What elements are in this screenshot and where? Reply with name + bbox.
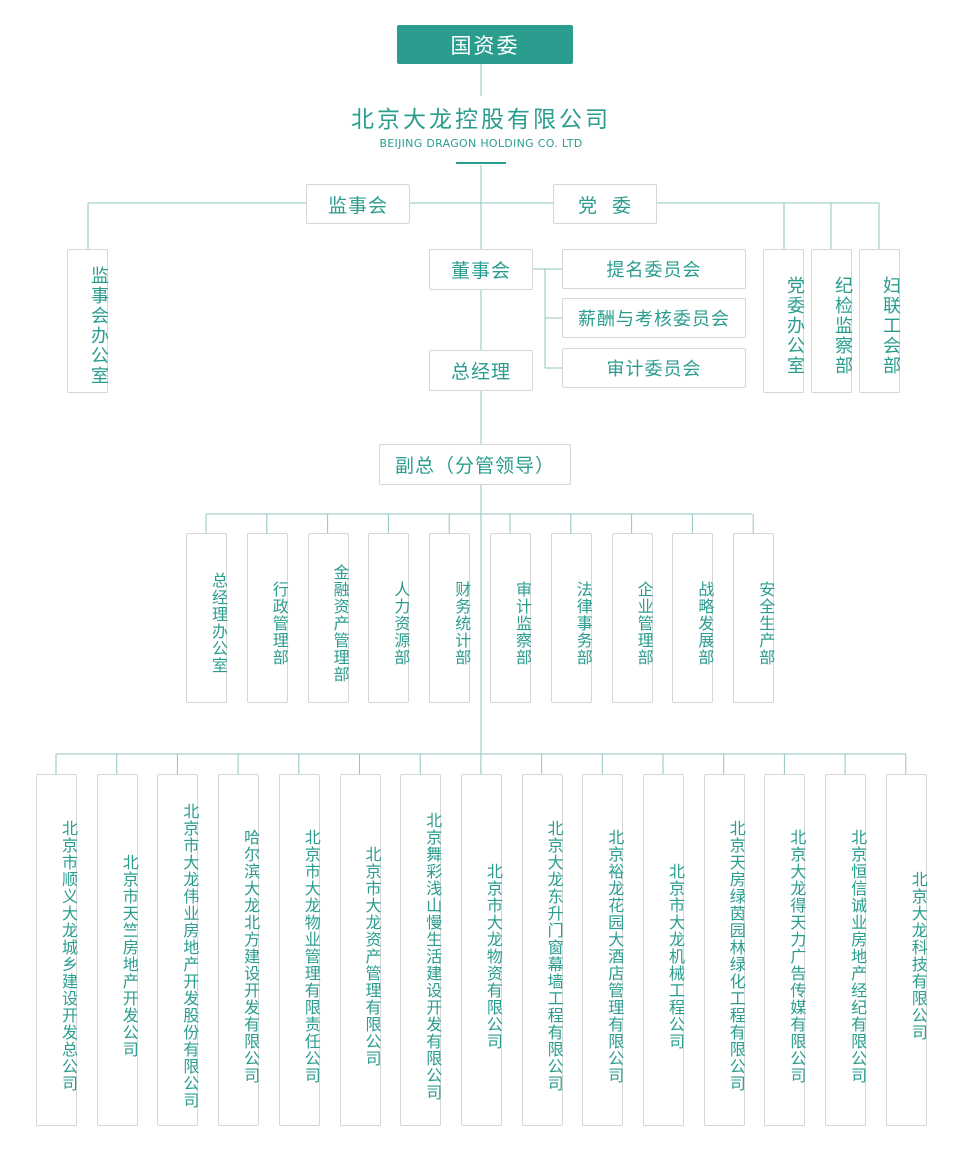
subsidiary-box: 北京市大龙物资有限公司: [460, 774, 503, 1126]
company-name: 北京大龙控股有限公司: [351, 107, 611, 133]
department-box: 人力资源部: [368, 533, 410, 703]
deputy-box: 副总（分管领导）: [379, 444, 571, 485]
party-unit-box: 党委办公室: [763, 249, 805, 393]
department-box: 企业管理部: [611, 533, 654, 703]
department-box: 财务统计部: [429, 533, 471, 703]
subsidiary-box: 北京市天竺房地产开发公司: [96, 774, 139, 1126]
company-name-en: BEIJING DRAGON HOLDING CO. LTD: [379, 137, 583, 150]
subsidiary-box: 北京恒信诚业房地产经纪有限公司: [825, 774, 867, 1126]
department-box: 总经理办公室: [186, 533, 228, 703]
subsidiary-box: 北京市大龙资产管理有限公司: [339, 774, 382, 1126]
department-box: 法律事务部: [550, 533, 593, 703]
general-manager-box: 总经理: [429, 350, 533, 391]
subsidiary-box: 北京舞彩浅山慢生活建设开发有限公司: [400, 774, 442, 1126]
department-box: 战略发展部: [672, 533, 714, 703]
supervisory-board-box: 监事会: [306, 184, 410, 224]
committee-box: 审计委员会: [562, 348, 746, 388]
subsidiary-box: 北京市大龙伟业房地产开发股份有限公司: [157, 774, 199, 1126]
department-box: 金融资产管理部: [307, 533, 350, 703]
party-unit-box: 纪检监察部: [811, 249, 853, 393]
subsidiary-box: 北京天房绿茵园林绿化工程有限公司: [703, 774, 746, 1126]
department-box: 安全生产部: [733, 533, 775, 703]
sasac-box: 国资委: [397, 25, 573, 64]
subsidiary-box: 北京大龙得天力广告传媒有限公司: [764, 774, 806, 1126]
committee-box: 提名委员会: [562, 249, 746, 289]
title-underline: [456, 162, 506, 164]
subsidiary-box: 北京大龙科技有限公司: [885, 774, 928, 1126]
subsidiary-box: 北京市大龙机械工程公司: [643, 774, 685, 1126]
committee-box: 薪酬与考核委员会: [562, 298, 746, 338]
subsidiary-box: 北京市大龙物业管理有限责任公司: [278, 774, 321, 1126]
subsidiary-box: 北京大龙东升门窗幕墙工程有限公司: [521, 774, 564, 1126]
subsidiary-box: 北京裕龙花园大酒店管理有限公司: [582, 774, 624, 1126]
board-box: 董事会: [429, 249, 533, 290]
supervisory-office-box: 监事会办公室: [67, 249, 109, 393]
department-box: 行政管理部: [246, 533, 289, 703]
subsidiary-box: 哈尔滨大龙北方建设开发有限公司: [218, 774, 260, 1126]
subsidiary-box: 北京市顺义大龙城乡建设开发总公司: [36, 774, 78, 1126]
party-committee-box: 党 委: [553, 184, 657, 224]
department-box: 审计监察部: [490, 533, 532, 703]
party-unit-box: 妇联工会部: [859, 249, 901, 393]
